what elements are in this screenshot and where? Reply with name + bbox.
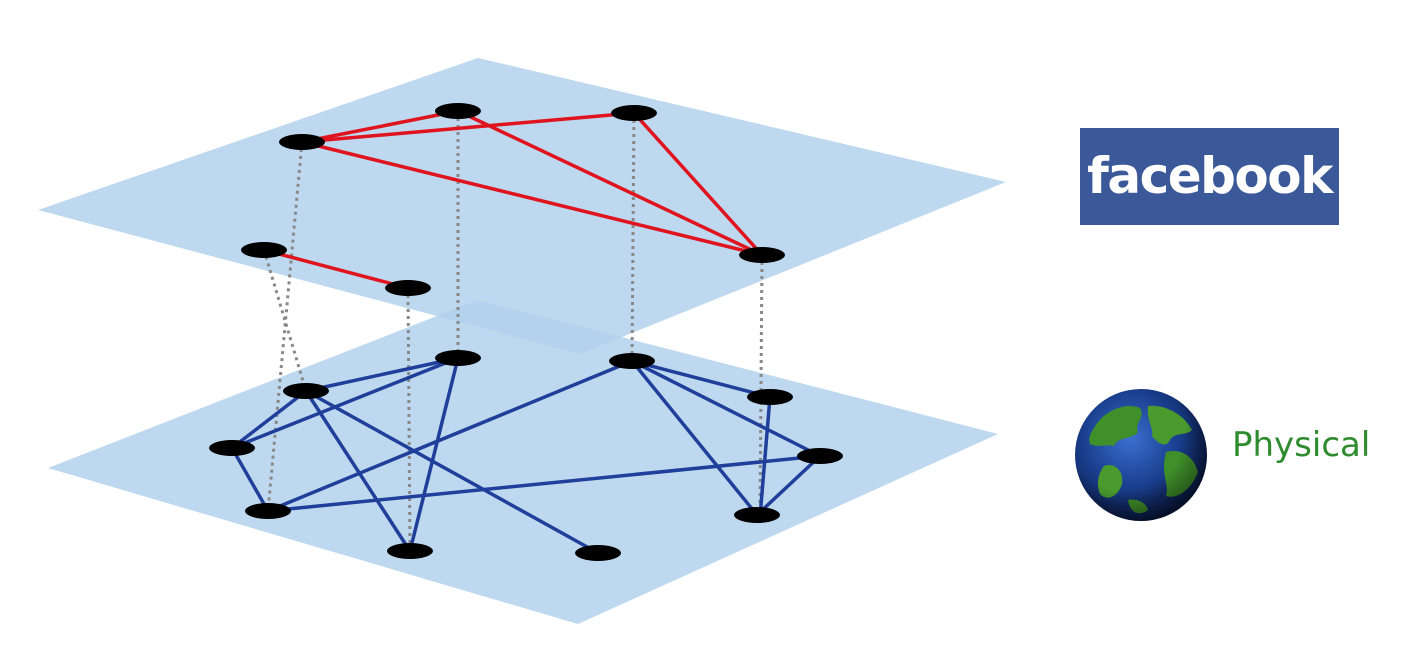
physical-node [245,503,291,519]
physical-node [609,353,655,369]
facebook-logo: facebook [1080,128,1339,225]
physical-node [209,440,255,456]
online-layer-plane [38,58,1006,354]
online-node [385,280,431,296]
online-node [279,134,325,150]
physical-edge [231,356,459,450]
physical-edge [758,396,772,518]
physical-edge [630,359,759,517]
online-edge [301,109,459,144]
physical-edge [230,447,270,512]
interlayer-link [266,141,304,512]
facebook-logo-text: facebook [1087,147,1333,205]
physical-edge [631,359,821,458]
physical-node [283,383,329,399]
physical-edge [267,359,633,513]
online-node [241,242,287,258]
online-edge [263,248,409,290]
physical-layer-plane [48,300,998,624]
online-edge [632,111,764,257]
online-node [739,247,785,263]
physical-edge [305,356,459,393]
physical-edge [631,359,771,399]
physical-edge [304,390,412,552]
physical-node [575,545,621,561]
globe-icon [1075,389,1207,521]
physical-node [734,507,780,523]
physical-node [797,448,843,464]
online-node [435,103,481,119]
physical-node [435,350,481,366]
physical-node [387,543,433,559]
online-edge [457,109,763,257]
interlayer-link [758,254,764,518]
online-node [611,105,657,121]
interlayer-link [406,287,412,552]
physical-edge [230,389,308,450]
online-edge [301,140,763,257]
online-edge [301,111,635,144]
physical-edge [408,357,460,552]
physical-edge [305,389,599,555]
physical-edge [267,454,821,513]
physical-node [747,389,793,405]
physical-edge [755,454,822,517]
physical-layer-label: Physical [1232,425,1371,465]
